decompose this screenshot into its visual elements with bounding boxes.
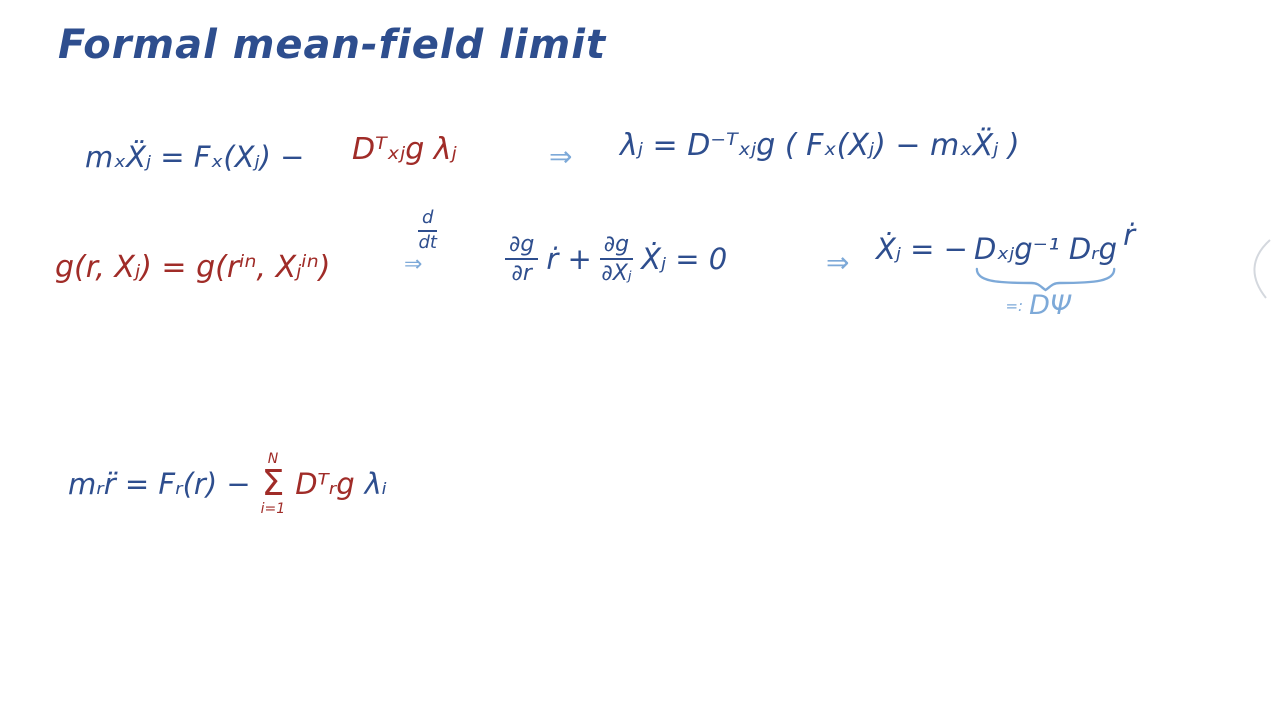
rdot-symbol: ṙ: [1123, 218, 1135, 252]
dg-dr-fraction: ∂g ∂r: [505, 232, 539, 287]
ddt-operator: d dt: [418, 207, 438, 253]
chain-rule-equation: ∂g ∂r ṙ + ∂g ∂Xⱼ Ẋⱼ = 0: [505, 232, 727, 287]
ddt-denominator: dt: [418, 231, 437, 253]
summation: N Σ i=1: [261, 452, 286, 516]
ddt-implies-arrow: ⇒: [404, 252, 423, 277]
dpsi-term: Dₓⱼg⁻¹ Dᵣg: [973, 232, 1118, 266]
dpsi-term-group: Dₓⱼg⁻¹ Dᵣg =: DΨ: [973, 232, 1118, 321]
xjdot-equals-zero: Ẋⱼ = 0: [641, 242, 728, 277]
underbrace: [975, 267, 1116, 292]
page-title: Formal mean-field limit: [58, 22, 607, 68]
eq3-lhs: mᵣr̈ = Fᵣ(r) −: [68, 467, 251, 501]
solved-velocity-equation: Ẋⱼ = − Dₓⱼg⁻¹ Dᵣg =: DΨ ṙ: [876, 218, 1135, 321]
eq1-lagrange-multiplier-term: Dᵀₓⱼg λⱼ: [352, 132, 457, 167]
eq3-multiplier: λᵢ: [364, 467, 387, 501]
rdot-plus: ṙ +: [546, 242, 592, 277]
constraint-equation: g(r, Xⱼ) = g(rⁱⁿ, Xⱼⁱⁿ): [55, 250, 331, 285]
dpsi-definition-label: =: DΨ: [1005, 290, 1071, 321]
dg-dxj-fraction: ∂g ∂Xⱼ: [599, 232, 634, 287]
implies-arrow-2: ⇒: [826, 246, 850, 279]
eq1-lhs: mₓẌⱼ = Fₓ(Xⱼ) −: [85, 140, 305, 174]
defined-as-symbol: =:: [1005, 296, 1024, 315]
dg-dxj-denominator: ∂Xⱼ: [601, 261, 632, 287]
dg-dxj-numerator: ∂g: [599, 232, 634, 261]
implies-arrow-1: ⇒: [549, 140, 573, 173]
dg-dr-denominator: ∂r: [511, 261, 532, 287]
sum-lower-limit: i=1: [260, 501, 286, 517]
xdot-lhs: Ẋⱼ = −: [876, 232, 968, 266]
stray-stroke: [1253, 239, 1271, 299]
sum-upper-limit: N: [267, 451, 279, 467]
ddt-numerator: d: [418, 207, 438, 232]
eq1-rhs: λⱼ = D⁻ᵀₓⱼg ( Fₓ(Xⱼ) − mₓẌⱼ ): [620, 128, 1020, 163]
dpsi-symbol: DΨ: [1029, 290, 1072, 321]
mean-field-equation: mᵣr̈ = Fᵣ(r) − N Σ i=1 Dᵀᵣg λᵢ: [68, 452, 387, 516]
eq3-jacobian-term: Dᵀᵣg: [295, 467, 355, 501]
dg-dr-numerator: ∂g: [505, 232, 539, 261]
sigma-symbol: Σ: [261, 463, 285, 504]
